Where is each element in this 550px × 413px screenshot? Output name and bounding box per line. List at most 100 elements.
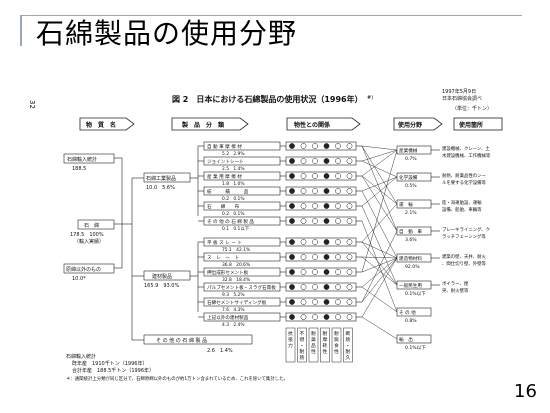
property-label-char: 熱 [346, 336, 351, 343]
use-example-text-line-2: 木建設機械、工作機械等 [442, 152, 491, 159]
usage-link [361, 286, 398, 313]
use-example-item: 建築の壁、天井、耐火、間仕切り壁、外壁等 [431, 253, 487, 267]
property-dot [346, 254, 353, 260]
property-label: 断熱・耐久 [343, 327, 353, 363]
property-dot [335, 203, 341, 209]
property-dot [312, 143, 318, 149]
footer-line-1: 石綿輸入統計 [66, 353, 96, 360]
slide-number: 16 [514, 381, 537, 402]
source-line-3: （単位：千トン） [452, 105, 492, 112]
use-example-text-line-1: 耐熱、耐薬品性のシー [442, 172, 486, 179]
property-dot [289, 188, 295, 194]
product-value: 75.1 42.1% [222, 247, 250, 253]
use-field-name: 一般民生用 [399, 282, 422, 289]
property-dot [289, 284, 295, 290]
svg-text:物性との関係: 物性との関係 [294, 121, 330, 129]
property-label-char: ・ [346, 344, 351, 349]
property-dot [346, 239, 353, 245]
product-value: 36.8 20.6% [222, 262, 250, 268]
property-row [280, 186, 362, 196]
group-other-products: そ の 他 の 石 綿 製 品 2.6 1.4% [143, 334, 253, 354]
usage-link [361, 190, 398, 259]
product-item: 石 綿 布0.2 0.1% [198, 201, 281, 217]
property-dot [346, 173, 353, 179]
property-dot [323, 158, 330, 164]
property-label-char: 性 [334, 348, 339, 355]
property-row [280, 312, 362, 322]
property-label-char: 抗 [288, 330, 293, 337]
property-label-char: 耗 [323, 343, 328, 349]
use-field-name: 産業機械 [399, 147, 418, 154]
use-example-list: 建設機械、クレーン、土木建設機械、工作機械等耐熱、耐薬品性のシールを要する化学設… [431, 145, 491, 294]
property-label-char: 食 [334, 342, 339, 349]
svg-text:使用分野: 使用分野 [397, 121, 422, 129]
usage-link [361, 145, 398, 151]
property-dot [335, 269, 341, 275]
product-value: 0.2 0.1% [222, 211, 245, 217]
property-dot [300, 203, 307, 209]
property-row [280, 201, 362, 211]
property-label: 抗張力 [285, 327, 296, 363]
property-dot [300, 284, 307, 290]
property-label-char: 燃 [300, 336, 305, 343]
property-dot [346, 299, 353, 305]
product-name: 押出成形セメント板 [207, 269, 249, 276]
product-name: 産 業 用 摩 擦 材 [207, 173, 242, 180]
use-field-item: そ の 他0.8% [396, 307, 432, 324]
property-dot [300, 173, 307, 179]
property-dot [323, 239, 330, 245]
product-item: 自 動 車 摩 擦 材5.2 2.9% [198, 141, 281, 157]
product-value: 0.2 0.1% [222, 196, 245, 202]
header-use-field: 使用分野 [393, 117, 443, 131]
property-dot [335, 218, 341, 224]
product-name: パルプセメント板・スラグ石膏板 [207, 284, 276, 291]
group-building-materials: 建材製品 165.9 93.0% [143, 270, 191, 289]
property-label-char: 耐 [311, 330, 316, 337]
property-dot [300, 299, 307, 305]
usage-link [361, 230, 398, 303]
usage-link [361, 257, 398, 273]
svg-text:石綿輸入統計: 石綿輸入統計 [67, 156, 97, 163]
use-example-text-line-1: ボイラー、煙 [442, 280, 469, 287]
usage-link [361, 149, 398, 177]
product-value: 5.2 2.9% [222, 151, 245, 157]
property-dot [289, 254, 295, 260]
use-field-item: 運 輸2.1% [396, 199, 432, 216]
product-value: 32.8 18.4% [222, 277, 250, 283]
property-label-char: 性 [323, 348, 328, 355]
property-dot [335, 239, 341, 245]
group-industrial-products: 石綿工業製品 10.0 5.6% [143, 172, 191, 191]
usage-link [361, 149, 398, 273]
product-item: 平 板 ス レ ー ト75.1 42.1% [198, 237, 281, 253]
product-value: 4.3 2.4% [222, 322, 245, 328]
property-dot [300, 218, 307, 224]
use-example-text-line-1: ブレーキライニング、ク [442, 226, 490, 233]
product-value: 1.8 1.0% [222, 181, 245, 187]
svg-text:188.5: 188.5 [72, 166, 86, 172]
usage-link [361, 241, 398, 259]
property-dot [312, 299, 318, 305]
property-dot [300, 254, 307, 260]
svg-text:10.0 5.6%: 10.0 5.6% [146, 185, 175, 191]
property-dot [289, 314, 295, 320]
usage-link [361, 257, 398, 303]
group-brackets [190, 146, 199, 312]
usage-link [361, 175, 398, 232]
product-value: 0.1 0.1以下 [222, 226, 250, 232]
material-asbestos: 石 綿 178.5 100% （輸入実績） [70, 219, 115, 245]
property-row [280, 171, 362, 181]
property-dot [312, 218, 318, 224]
usage-link [361, 256, 398, 259]
usage-link [361, 205, 398, 286]
